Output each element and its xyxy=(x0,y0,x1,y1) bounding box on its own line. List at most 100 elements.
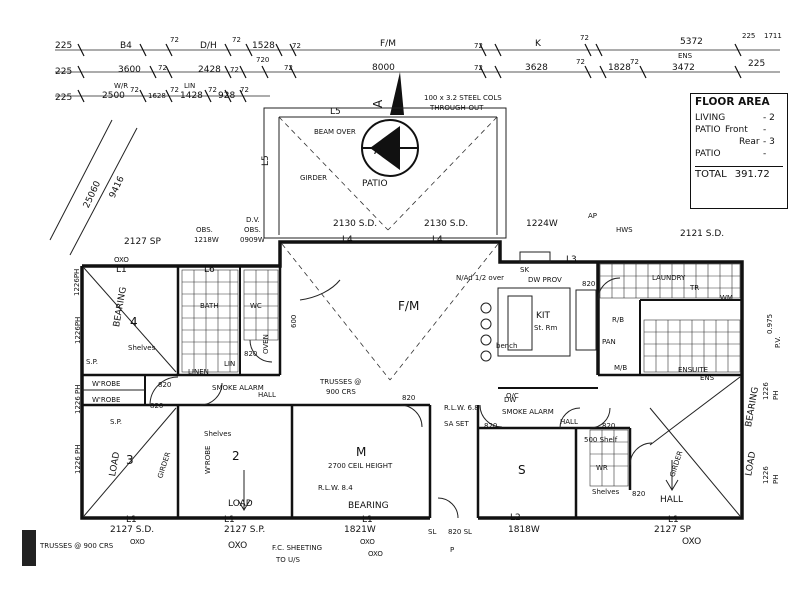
top-w1: 2127 SP xyxy=(124,237,161,247)
bot-fc-b: TO U/S xyxy=(275,556,300,564)
note-sp: S.P. xyxy=(86,358,98,366)
patio-l5-left: L5 xyxy=(261,155,271,166)
room-bed4: 4 xyxy=(130,315,138,329)
room-mb: M/B xyxy=(614,364,627,372)
room-linen: LINEN xyxy=(188,368,209,376)
bot-l1d: L1 xyxy=(668,515,679,525)
note-load-right: LOAD xyxy=(744,451,758,477)
note-820-6: 820 xyxy=(632,490,645,498)
dim-r1-6: 72 xyxy=(292,42,301,50)
living-label: LIVING xyxy=(695,113,726,123)
note-820-3: 820 xyxy=(402,394,415,402)
note-right-a: 0.975 xyxy=(766,314,774,334)
room-oven: OVEN xyxy=(262,334,270,354)
room-dw: DW xyxy=(504,396,516,404)
note-820-8: 820 xyxy=(244,350,257,358)
north-label: A xyxy=(371,99,385,108)
room-wrobe2: W'ROBE xyxy=(92,396,120,404)
note-820-4: 820 xyxy=(484,422,497,430)
dim-r2-11: 1828 xyxy=(608,63,631,73)
room-sk: SK xyxy=(520,266,529,274)
patio-steel-note-2: THROUGH-OUT xyxy=(429,104,484,112)
top-w5: 2130 S.D. xyxy=(424,219,468,229)
room-dwprov: DW PROV xyxy=(528,276,562,284)
bottom-openings: 2127 S.D. 2127 S.P. 1821W 1818W 2127 SP … xyxy=(39,513,701,564)
bot-l1c: L1 xyxy=(362,515,373,525)
room-wrobe3: W'ROBE xyxy=(204,446,212,474)
bot-w5: 2127 SP xyxy=(654,525,691,535)
top-l4a: L4 xyxy=(342,235,353,245)
note-right-c: 1226 xyxy=(762,382,770,400)
room-wrobe1: W'ROBE xyxy=(92,380,120,388)
note-ens: ENS xyxy=(700,374,715,382)
dim-r3-8: 72 xyxy=(208,86,217,94)
room-hws: HWS xyxy=(616,226,633,234)
top-w6: 1224W xyxy=(526,219,558,229)
note-left-d: 1226 PH xyxy=(74,444,82,474)
patio-label: PATIO xyxy=(362,179,388,189)
note-600: 600 xyxy=(290,315,298,328)
note-820-5: 820 xyxy=(602,422,615,430)
dim-r2-3: 2428 xyxy=(198,65,221,75)
dim-r1-2: 72 xyxy=(170,36,179,44)
external-walls xyxy=(80,240,744,520)
diagonal-dimension: 25060 9416 xyxy=(49,119,138,256)
dim-r3-3: 72 xyxy=(130,86,139,94)
room-wr: WR xyxy=(596,464,608,472)
patio-l5: L5 xyxy=(330,107,341,117)
dim-r1-13: 1711 xyxy=(764,32,782,40)
floor-area-title: FLOOR AREA xyxy=(695,96,770,108)
kitchen-fixtures xyxy=(480,251,597,362)
note-trusses-b: 900 CRS xyxy=(326,388,356,396)
patio-front-value: - xyxy=(763,125,767,135)
bot-oxo-b: OXO xyxy=(228,541,247,551)
note-bearing-left: BEARING xyxy=(112,286,129,328)
dim-r3-4: 1628 xyxy=(148,92,166,100)
note-girder-left: GIRDER xyxy=(156,451,172,479)
bot-w6: SL xyxy=(428,528,436,536)
bot-fc-a: F.C. SHEETING xyxy=(272,544,322,552)
room-hall3: HALL xyxy=(660,495,683,505)
note-right-e: 1226 xyxy=(762,466,770,484)
room-labels: 4 3 2 M F/M KIT St. Rm BATH ENSUITE LAUN… xyxy=(92,226,733,505)
dim-r1-8: 72 xyxy=(474,42,483,50)
patio2-label: PATIO xyxy=(695,149,721,159)
bot-oxo-c: OXO xyxy=(360,538,375,546)
room-study: S xyxy=(518,463,526,477)
top-l4b: L4 xyxy=(432,235,443,245)
top-w2b: 1218W xyxy=(194,236,219,244)
note-bearing-bottom: BEARING xyxy=(348,501,389,511)
note-bearing-right: BEARING xyxy=(744,386,761,428)
room-kitchen-note: St. Rm xyxy=(534,324,558,332)
note-right-b: P.V. xyxy=(774,337,782,348)
bot-oxo-e: OXO xyxy=(682,537,701,547)
dim-r3-2: 2500 xyxy=(102,91,125,101)
dim-r3-5: 72 xyxy=(170,86,179,94)
note-oc: O/C xyxy=(506,392,519,400)
dim-r1-0: 225 xyxy=(55,41,72,51)
room-laundry: LAUNDRY xyxy=(652,274,686,282)
top-openings: 2127 SP OBS. 1218W D.V. OBS. 0909W 2130 … xyxy=(114,212,724,275)
dim-r2-14: 3472 xyxy=(672,63,695,73)
note-ceil-height: 2700 CEIL HEIGHT xyxy=(328,462,393,470)
dim-r1-1: B4 xyxy=(120,41,132,51)
room-rb: R/B xyxy=(612,316,624,324)
room-hall1: HALL xyxy=(258,391,276,399)
bot-trusses-note: TRUSSES @ 900 CRS xyxy=(39,542,114,550)
bot-w1: 2127 S.D. xyxy=(110,525,154,535)
bot-w3: 1821W xyxy=(344,525,376,535)
bot-w7: 820 SL xyxy=(448,528,472,536)
dim-r1-7: F/M xyxy=(380,39,396,49)
patio2-value: - xyxy=(763,149,767,159)
note-sp2: S.P. xyxy=(110,418,122,426)
dimension-strings: 225 B4 72 D/H 72 1528 72 F/M 72 K 72 537… xyxy=(55,32,782,103)
top-w3c: 0909W xyxy=(240,236,265,244)
dim-r3-10: 72 xyxy=(240,86,249,94)
room-ensuite: ENSUITE xyxy=(678,366,708,374)
patio-beam-over: BEAM OVER xyxy=(314,128,356,136)
plan-notes: BEARING BEARING BEARING LOAD LOAD LOAD G… xyxy=(73,269,782,511)
section-circle-label: A xyxy=(374,143,383,157)
note-sa-set: SA SET xyxy=(444,420,469,428)
